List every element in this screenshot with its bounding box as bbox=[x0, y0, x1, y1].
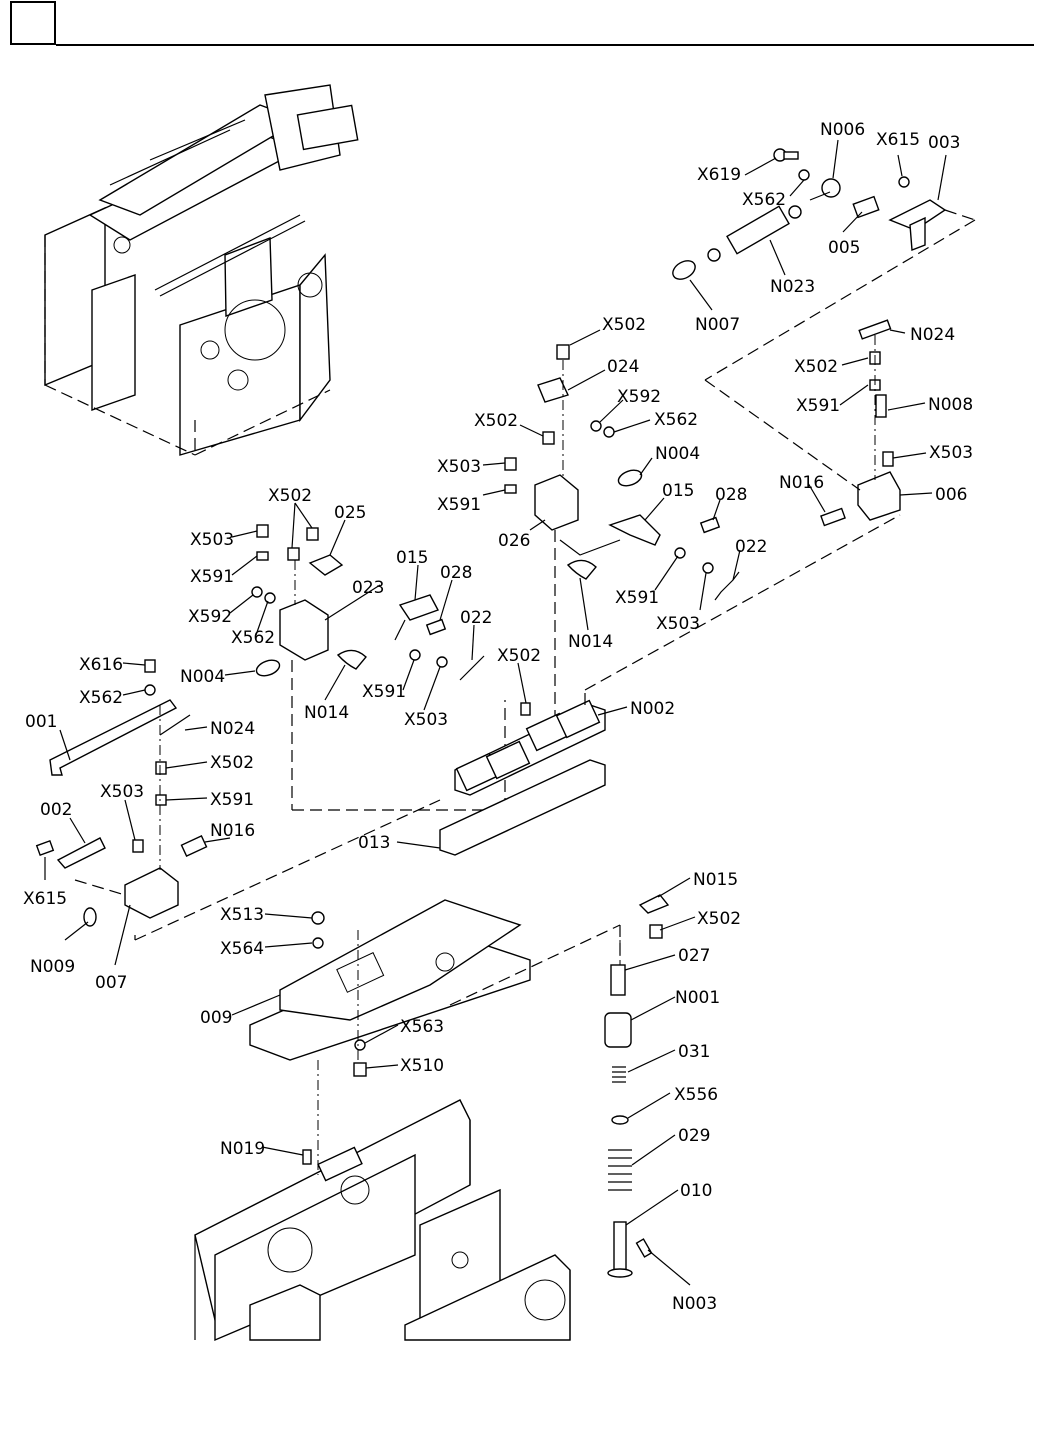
linkage-assembly bbox=[672, 148, 976, 381]
label-X563: X563 bbox=[400, 1017, 444, 1037]
vertical-stack bbox=[302, 940, 653, 1278]
label-022: 022 bbox=[460, 608, 492, 628]
label-X562: X562 bbox=[742, 190, 786, 210]
center-block-assembly bbox=[504, 344, 740, 725]
label-N007: N007 bbox=[695, 315, 740, 335]
label-027: 027 bbox=[678, 946, 710, 966]
label-N009: N009 bbox=[30, 957, 75, 977]
label-N003: N003 bbox=[672, 1294, 717, 1314]
label-X503: X503 bbox=[404, 710, 448, 730]
label-X562: X562 bbox=[654, 410, 698, 430]
label-025: 025 bbox=[334, 503, 366, 523]
label-028: 028 bbox=[715, 485, 747, 505]
label-007: 007 bbox=[95, 973, 127, 993]
label-N019: N019 bbox=[220, 1139, 265, 1159]
label-X503: X503 bbox=[929, 443, 973, 463]
label-003: 003 bbox=[928, 133, 960, 153]
label-N014: N014 bbox=[304, 703, 349, 723]
label-X502: X502 bbox=[602, 315, 646, 335]
label-022: 022 bbox=[735, 537, 767, 557]
label-006: 006 bbox=[935, 485, 967, 505]
label-X502: X502 bbox=[697, 909, 741, 929]
label-X591: X591 bbox=[210, 790, 254, 810]
label-X562: X562 bbox=[79, 688, 123, 708]
label-N014: N014 bbox=[568, 632, 613, 652]
label-N006: N006 bbox=[820, 120, 865, 140]
label-N004: N004 bbox=[655, 444, 700, 464]
label-X556: X556 bbox=[674, 1085, 718, 1105]
label-X503: X503 bbox=[656, 614, 700, 634]
label-X502: X502 bbox=[474, 411, 518, 431]
label-N024: N024 bbox=[910, 325, 955, 345]
label-031: 031 bbox=[678, 1042, 710, 1062]
label-X564: X564 bbox=[220, 939, 264, 959]
leader-lines bbox=[44, 139, 947, 1286]
label-X503: X503 bbox=[190, 530, 234, 550]
label-N004: N004 bbox=[180, 667, 225, 687]
label-015: 015 bbox=[396, 548, 428, 568]
label-N016: N016 bbox=[210, 821, 255, 841]
label-X616: X616 bbox=[79, 655, 123, 675]
label-X562: X562 bbox=[231, 628, 275, 648]
label-026: 026 bbox=[498, 531, 530, 551]
label-X591: X591 bbox=[190, 567, 234, 587]
machine-base-bottom bbox=[194, 1099, 571, 1342]
label-X619: X619 bbox=[697, 165, 741, 185]
label-X502: X502 bbox=[268, 486, 312, 506]
label-N008: N008 bbox=[928, 395, 973, 415]
machine-assembly-top bbox=[44, 84, 359, 456]
label-X591: X591 bbox=[615, 588, 659, 608]
label-N015: N015 bbox=[693, 870, 738, 890]
part-labels: N006 X615 003 X619 X562 005 N023 N007 X5… bbox=[23, 120, 973, 1314]
label-X503: X503 bbox=[437, 457, 481, 477]
label-X615: X615 bbox=[23, 889, 67, 909]
label-029: 029 bbox=[678, 1126, 710, 1146]
label-X502: X502 bbox=[497, 646, 541, 666]
label-X591: X591 bbox=[437, 495, 481, 515]
label-N001: N001 bbox=[675, 988, 720, 1008]
label-002: 002 bbox=[40, 800, 72, 820]
label-X513: X513 bbox=[220, 905, 264, 925]
label-X510: X510 bbox=[400, 1056, 444, 1076]
label-X615: X615 bbox=[876, 130, 920, 150]
label-N002: N002 bbox=[630, 699, 675, 719]
label-001: 001 bbox=[25, 712, 57, 732]
label-009: 009 bbox=[200, 1008, 232, 1028]
label-X503: X503 bbox=[100, 782, 144, 802]
rail-assembly bbox=[439, 514, 901, 856]
right-block-assembly bbox=[704, 319, 901, 527]
label-015: 015 bbox=[662, 481, 694, 501]
page-header bbox=[0, 0, 1038, 50]
label-013: 013 bbox=[358, 833, 390, 853]
label-N024: N024 bbox=[210, 719, 255, 739]
label-X591: X591 bbox=[362, 682, 406, 702]
page-number-box bbox=[10, 1, 56, 45]
label-X502: X502 bbox=[210, 753, 254, 773]
label-023: 023 bbox=[352, 578, 384, 598]
label-024: 024 bbox=[607, 357, 639, 377]
label-X502: X502 bbox=[794, 357, 838, 377]
label-X592: X592 bbox=[617, 387, 661, 407]
label-010: 010 bbox=[680, 1181, 712, 1201]
label-005: 005 bbox=[828, 238, 860, 258]
label-028: 028 bbox=[440, 563, 472, 583]
left-center-block-assembly bbox=[251, 524, 506, 811]
label-X591: X591 bbox=[796, 396, 840, 416]
label-X592: X592 bbox=[188, 607, 232, 627]
label-N023: N023 bbox=[770, 277, 815, 297]
left-lever-assembly bbox=[35, 659, 441, 941]
header-rule bbox=[56, 44, 1034, 46]
label-N016: N016 bbox=[779, 473, 824, 493]
